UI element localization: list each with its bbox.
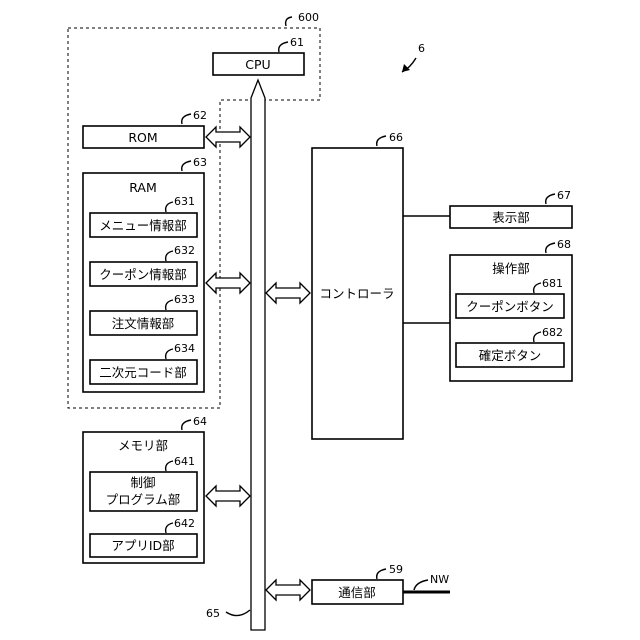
rom-ref: 62 [193, 109, 207, 122]
coupon-button-label: クーポンボタン [466, 299, 554, 314]
diagram-ref: 6 [418, 42, 425, 55]
operation-leader [546, 243, 555, 253]
ram-label: RAM [129, 180, 157, 195]
memory-bus-arrow [206, 486, 250, 506]
ram-ref: 63 [193, 156, 207, 169]
communication-bus-arrow [266, 580, 310, 600]
memory-item-app-id-label: アプリID部 [111, 538, 174, 553]
memory-leader [182, 420, 191, 430]
memory-item-control-program-line2: プログラム部 [106, 492, 181, 507]
cpu-ref: 61 [290, 36, 304, 49]
ram-item-qrcode-ref: 634 [174, 342, 195, 355]
ram-item-order-label: 注文情報部 [112, 316, 175, 331]
communication-leader [377, 569, 386, 579]
network-leader [414, 580, 428, 590]
rom-bus-arrow [206, 127, 250, 147]
confirm-button-label: 確定ボタン [479, 348, 542, 363]
memory-item-control-program-ref: 641 [174, 455, 195, 468]
controller-label: コントローラ [319, 286, 394, 301]
dashed-group-ref: 600 [298, 11, 319, 24]
ram-item-menu-label: メニュー情報部 [99, 218, 187, 233]
confirm-button-ref: 682 [542, 326, 563, 339]
ram-item-order-ref: 633 [174, 293, 195, 306]
cpu-leader [279, 42, 288, 52]
ram-item-menu-ref: 631 [174, 195, 195, 208]
network-label: NW [430, 573, 449, 586]
bus-leader [226, 610, 250, 616]
rom-label: ROM [128, 130, 157, 145]
cpu-label: CPU [245, 57, 270, 72]
operation-label: 操作部 [492, 261, 530, 276]
operation-ref: 68 [557, 238, 571, 251]
bus-ref: 65 [206, 607, 220, 620]
dashed-group-leader [286, 17, 292, 26]
ram-leader [182, 161, 191, 171]
communication-label: 通信部 [338, 585, 376, 600]
communication-ref: 59 [389, 563, 403, 576]
ram-item-qrcode-label: 二次元コード部 [99, 365, 187, 380]
system-bus [251, 80, 265, 630]
display-leader [546, 194, 555, 204]
ram-item-coupon-ref: 632 [174, 244, 195, 257]
rom-leader [182, 114, 191, 124]
memory-label: メモリ部 [118, 438, 168, 453]
display-label: 表示部 [492, 210, 530, 225]
memory-item-control-program-line1: 制御 [130, 475, 155, 490]
controller-bus-arrow [266, 283, 310, 303]
controller-leader [377, 136, 386, 146]
memory-ref: 64 [193, 415, 207, 428]
coupon-button-ref: 681 [542, 277, 563, 290]
memory-item-app-id-ref: 642 [174, 517, 195, 530]
controller-ref: 66 [389, 131, 403, 144]
ram-item-coupon-label: クーポン情報部 [99, 267, 187, 282]
ram-bus-arrow [206, 273, 250, 293]
display-ref: 67 [557, 189, 571, 202]
